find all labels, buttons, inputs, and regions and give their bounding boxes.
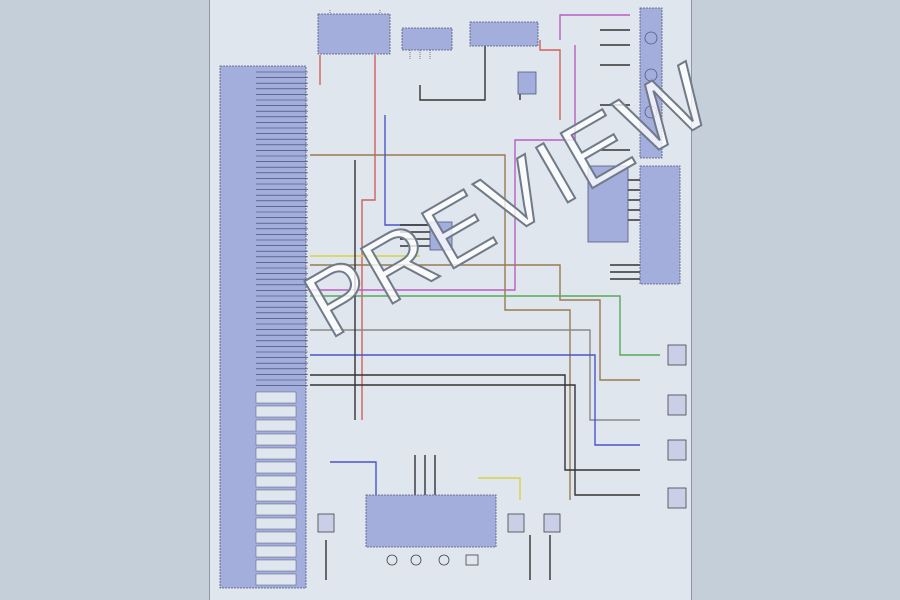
relay-circle-1 (644, 31, 658, 45)
wire-black-2 (310, 384, 640, 496)
component-label-box (255, 461, 297, 474)
module-block-2 (317, 13, 391, 55)
wire-brown-2 (310, 264, 640, 381)
component-label-box (255, 475, 297, 488)
wire-black-10 (628, 179, 640, 221)
wire-violet-2 (310, 45, 576, 291)
module-block-3 (401, 27, 453, 51)
component-label-box (255, 489, 297, 502)
lamp-3 (438, 554, 450, 566)
wire-blue-3 (384, 115, 430, 226)
component-label-box (255, 433, 297, 446)
component-label-box (255, 573, 297, 586)
module-block-10 (639, 7, 663, 159)
component-label-box (255, 517, 297, 530)
wire-blue-2 (330, 461, 377, 500)
wire-green-1 (310, 295, 660, 356)
module-block-7 (365, 494, 497, 548)
switch-block-1 (317, 513, 335, 533)
lamp-2 (410, 554, 422, 566)
dotted-stub-2 (409, 50, 431, 60)
switch-block-3 (543, 513, 561, 533)
component-label-box (255, 405, 297, 418)
component-label-box (255, 559, 297, 572)
wire-black-5 (600, 29, 630, 151)
relay-circle-2 (644, 68, 658, 82)
module-block-9 (517, 71, 537, 95)
wire-yellow-1 (478, 477, 521, 500)
sensor-block-2 (667, 394, 687, 416)
component-label-box (255, 447, 297, 460)
relay-circle-3 (644, 105, 658, 119)
component-label-box (255, 419, 297, 432)
sensor-block-1 (667, 344, 687, 366)
wire-black-1 (310, 374, 640, 471)
wire-violet-1 (559, 14, 630, 40)
wire-black-3 (419, 45, 486, 101)
module-block-6 (639, 165, 681, 285)
component-label-box (255, 545, 297, 558)
lamp-1 (386, 554, 398, 566)
switch-block-2 (507, 513, 525, 533)
dotted-stub-1 (329, 10, 381, 14)
wire-gray-1 (310, 329, 640, 421)
component-label-box (255, 503, 297, 516)
lamp-4 (465, 554, 479, 566)
wire-black-11 (400, 224, 430, 247)
wire-black-7 (325, 535, 551, 580)
module-block-4 (469, 21, 539, 47)
sensor-block-4 (667, 487, 687, 509)
module-block-5 (587, 165, 629, 243)
wire-red-3 (539, 40, 561, 120)
sensor-block-3 (667, 439, 687, 461)
module-block-8 (429, 221, 453, 251)
wire-black-8 (414, 455, 436, 495)
wire-brown-1 (310, 154, 571, 500)
wire-blue-1 (310, 354, 640, 446)
component-label-box (255, 531, 297, 544)
wire-red-1 (361, 55, 376, 420)
component-label-box (255, 391, 297, 404)
wire-black-9 (610, 264, 640, 280)
